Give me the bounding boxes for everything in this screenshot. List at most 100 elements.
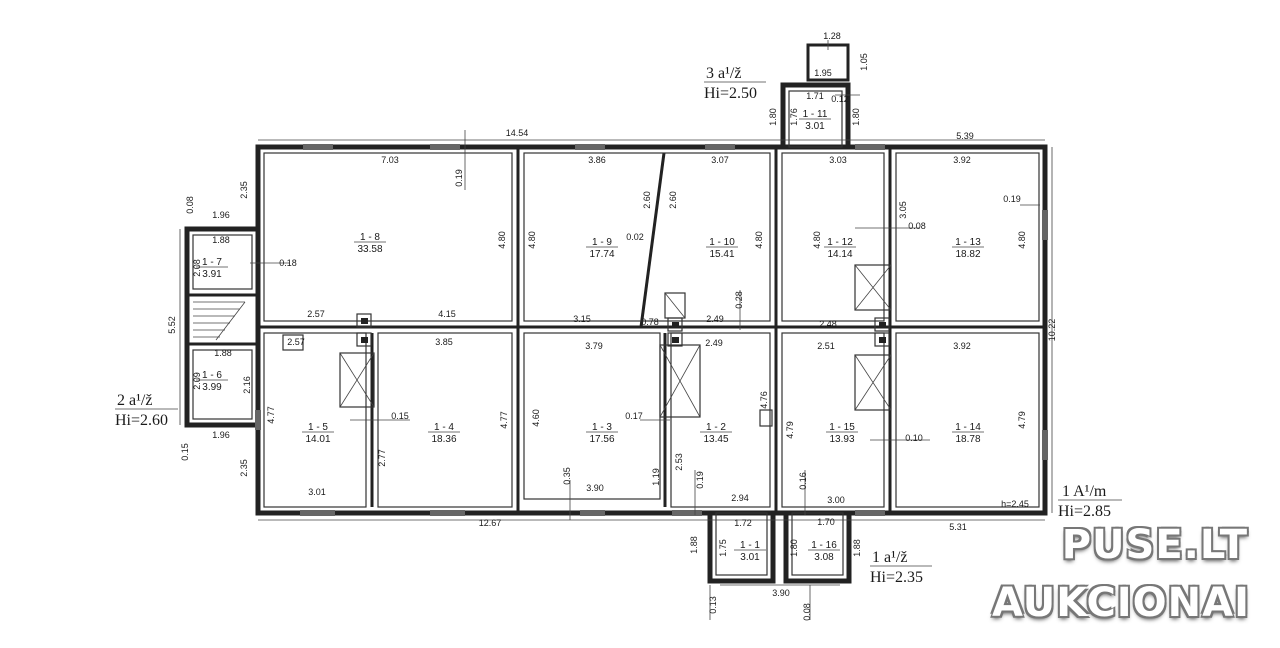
dimension-label: 10.22	[1047, 319, 1057, 342]
dimension-label: 0.15	[391, 411, 409, 421]
dimension-label: 1.88	[689, 536, 699, 554]
zone-labels: 3 a¹/ž Hi=2.50 2 a¹/ž Hi=2.60 1 A¹/m Hi=…	[115, 65, 1122, 586]
room-area: 14.14	[827, 249, 852, 260]
room-area: 3.01	[740, 552, 760, 563]
dimension-label: 4.80	[1017, 231, 1027, 249]
room-code: 1 - 12	[827, 237, 853, 248]
dimension-label: 2.53	[674, 453, 684, 471]
dimension-label: 1.96	[212, 210, 230, 220]
dimension-label: 1.72	[734, 518, 752, 528]
dimension-lines	[179, 40, 1053, 620]
dimension-label: 1.80	[851, 108, 861, 126]
watermark-line1: PUSE.LT	[1061, 522, 1248, 568]
zone-label: 3 a¹/ž	[706, 65, 741, 82]
room-area: 18.82	[955, 249, 980, 260]
dimension-label: 4.15	[438, 309, 456, 319]
dimension-label: 7.03	[381, 155, 399, 165]
room-code: 1 - 16	[811, 540, 837, 551]
dimension-label: 4.80	[527, 231, 537, 249]
dimension-label: 1.88	[214, 348, 232, 358]
dimension-label: 0.19	[454, 169, 464, 187]
dimension-label: 1.28	[823, 31, 841, 41]
room-area: 3.08	[814, 552, 834, 563]
zone-label: 1 A¹/m	[1062, 483, 1107, 500]
dimension-label: 0.13	[708, 596, 718, 614]
dimension-label: 4.77	[266, 406, 276, 424]
room-area: 3.91	[202, 269, 222, 280]
dimension-label: 0.35	[562, 467, 572, 485]
dimension-label: 3.00	[827, 495, 845, 505]
dimension-label: 1.75	[718, 539, 728, 557]
dimension-label: 2.57	[287, 337, 305, 347]
dimension-label: 3.86	[588, 155, 606, 165]
dimension-label: 2.35	[239, 181, 249, 199]
dimension-label: 0.12	[831, 94, 849, 104]
room-code: 1 - 9	[592, 237, 612, 248]
zone-label: 1 a¹/ž	[872, 549, 907, 566]
zone-height: Hi=2.50	[704, 85, 757, 102]
dimension-label: 1.88	[212, 235, 230, 245]
room-code: 1 - 15	[829, 422, 855, 433]
dimension-label: 2.60	[668, 191, 678, 209]
dimension-label: 2.09	[192, 372, 202, 390]
dimension-label: 2.77	[377, 449, 387, 467]
dimension-label: 0.28	[734, 291, 744, 309]
dimension-label: 0.17	[625, 411, 643, 421]
dimension-label: 0.19	[695, 471, 705, 489]
dimension-label: 1.96	[212, 430, 230, 440]
dimension-label: 2.49	[706, 314, 724, 324]
room-area: 18.78	[955, 434, 980, 445]
interior-walls	[258, 147, 1045, 513]
dimension-label: 2.60	[642, 191, 652, 209]
stoves	[282, 264, 892, 427]
dimension-label: 14.54	[506, 128, 529, 138]
chimneys	[356, 313, 890, 347]
dimension-label: 4.80	[497, 231, 507, 249]
room-area: 3.01	[805, 121, 825, 132]
dimension-label: 2.94	[731, 493, 749, 503]
dimension-label: 1.95	[814, 68, 832, 78]
room-code: 1 - 11	[803, 109, 828, 120]
dimension-label: 0.15	[180, 443, 190, 461]
room-code: 1 - 13	[955, 237, 981, 248]
dimension-label: 0.08	[908, 221, 926, 231]
dimension-label: 0.19	[1003, 194, 1021, 204]
watermark-line2: AUKCIONAI	[992, 580, 1250, 626]
dimension-label: 1.88	[852, 539, 862, 557]
dimension-label: 1.05	[859, 53, 869, 71]
room-area: 3.99	[202, 382, 222, 393]
room-area: 33.58	[357, 244, 382, 255]
zone-height: Hi=2.60	[115, 412, 168, 429]
windows	[255, 144, 1048, 516]
dimension-label: 0.02	[626, 232, 644, 242]
dimension-label: 2.49	[705, 338, 723, 348]
dimension-label: 3.92	[953, 155, 971, 165]
dimension-label: 4.76	[759, 391, 769, 409]
dimension-label: 1.76	[789, 108, 799, 126]
dimension-label: 3.01	[308, 487, 326, 497]
room-area: 13.93	[829, 434, 854, 445]
dimension-label: 4.80	[754, 231, 764, 249]
dimension-label: 3.03	[829, 155, 847, 165]
dimension-label: 0.10	[905, 433, 923, 443]
dimension-label: 3.07	[711, 155, 729, 165]
dimension-label: 4.77	[499, 411, 509, 429]
dimension-label: 2.16	[242, 376, 252, 394]
dimension-label: 3.85	[435, 337, 453, 347]
dimension-label: 0.78	[641, 317, 659, 327]
room-code: 1 - 10	[709, 237, 735, 248]
dimension-label: 1.80	[789, 539, 799, 557]
dimension-label: 3.92	[953, 341, 971, 351]
room-area: 13.45	[703, 434, 728, 445]
dimension-label: 2.51	[817, 341, 835, 351]
room-area: 18.36	[431, 434, 456, 445]
dimension-label: 4.60	[531, 409, 541, 427]
room-area: 14.01	[305, 434, 330, 445]
dimension-label: 0.08	[802, 603, 812, 621]
dimension-label: h=2.45	[1001, 499, 1029, 509]
dimension-label: 2.35	[239, 459, 249, 477]
dimension-label: 0.16	[798, 472, 808, 490]
